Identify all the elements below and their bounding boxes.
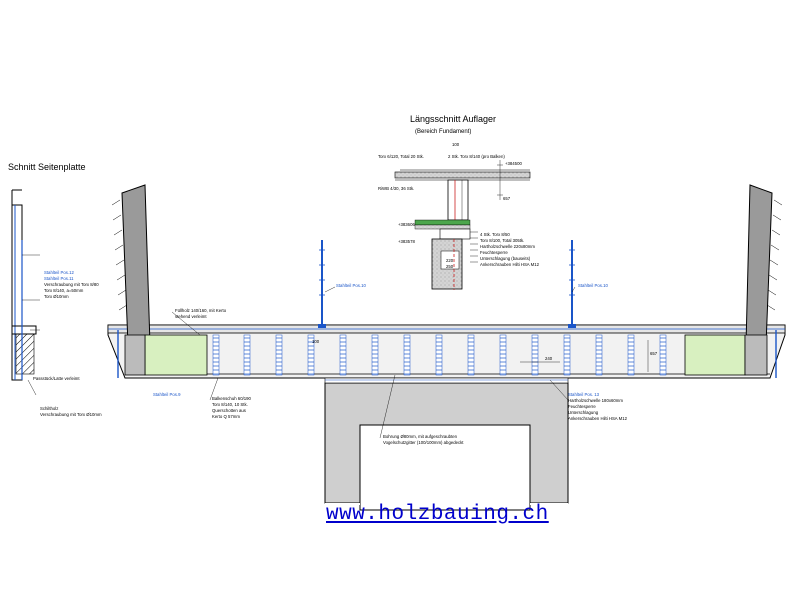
- label-verschraubung-2: Verschraubung mit Torx Ø10mm: [40, 412, 102, 417]
- detail-dim-250: 250: [446, 264, 454, 269]
- label-stahlteil-9: Stahlteil Pos.9: [153, 392, 181, 397]
- label-querschotten: Querschotten aus: [212, 408, 246, 413]
- label-torx-10: Torx Ø10mm: [44, 294, 69, 299]
- label-fuellholz: Füllholz 140/160, mit Kerto: [175, 308, 227, 313]
- label-stahlteil-10-left: Stahlteil Pos.10: [336, 283, 366, 288]
- label-fuellholz-2: stehend verleimt: [175, 314, 207, 319]
- label-verschraubung: Verschraubung mit Torx 8/80: [44, 282, 99, 287]
- dim-240: 240: [545, 356, 553, 361]
- dim-100: 100: [312, 339, 320, 344]
- detail-level-1: +384500: [505, 161, 522, 166]
- dim-657: 657: [650, 351, 658, 356]
- detail-r4: Feuchtesperre: [480, 250, 508, 255]
- label-unterschlagung: Unterschlagung: [568, 410, 599, 415]
- detail-dim-657: 657: [503, 196, 511, 201]
- detail-r3: Hartholzschwelle 220x80mm: [480, 244, 535, 249]
- detail-torx-top: Torx 6/120, Total 20 Stk.: [378, 154, 424, 159]
- detail-level-2: +383606: [398, 222, 415, 227]
- detail-dim-100: 100: [452, 142, 460, 147]
- label-stahlteil-11: Stahlteil Pos.11: [44, 276, 74, 281]
- detail-r1: 4 Stk. Torx 8/50: [480, 232, 510, 237]
- long-section-title: Längsschnitt Auflager: [410, 114, 496, 124]
- label-torx-8-140: Torx 8/140, a=50mm: [44, 288, 84, 293]
- detail-dim-220: 220: [446, 258, 454, 263]
- label-bohrung-2: Vogelschutzgitter (100/100mm) abgedeckt: [383, 440, 464, 445]
- label-passstueck: Passstück/Latte verleimt: [33, 376, 80, 381]
- detail-r2: Torx 8/100, Total 305tk.: [480, 238, 524, 243]
- label-balkenschuh: Balkenschuh 60/190: [212, 396, 252, 401]
- label-torx-8-140-10: Torx 8/140, 10 Stk.: [212, 402, 248, 407]
- detail-drawing: [394, 160, 531, 290]
- label-schiltholz: Schiltholz: [40, 406, 58, 411]
- label-stahlteil-13: Stahlteil Pos. 13: [568, 392, 600, 397]
- detail-r5: Unterschlagung (bauseits): [480, 256, 531, 261]
- label-hartholz: Hartholzschwelle 180x60mm: [568, 398, 623, 403]
- label-stahlteil-12: Stahlteil Pos.12: [44, 270, 74, 275]
- main-section-drawing: [107, 184, 786, 511]
- label-querschotten-2: Kerto Q 57mm: [212, 414, 240, 419]
- long-section-subtitle: (Bereich Fundament): [415, 129, 471, 135]
- detail-level-3: +383578: [398, 239, 415, 244]
- label-stahlteil-10-right: Stahlteil Pos.10: [578, 283, 608, 288]
- side-section-drawing: [11, 189, 40, 396]
- side-section-title: Schnitt Seitenplatte: [8, 162, 86, 172]
- label-anker: Ankerschrauben Hilti HSA M12: [568, 416, 628, 421]
- detail-r6: Ankerschrauben Hilti HSA M12: [480, 262, 540, 267]
- detail-torx-top-2: 2 Stk. Torx 8/140 (pro Balken): [448, 154, 505, 159]
- label-bohrung: Bohrung Ø80mm, mit aufgeschraubten: [383, 434, 458, 439]
- label-feuchtesperre: Feuchtesperre: [568, 404, 596, 409]
- website-link[interactable]: www.holzbauing.ch: [326, 503, 549, 526]
- detail-riwb: RiWB 4/30, 36 Stk.: [378, 186, 414, 191]
